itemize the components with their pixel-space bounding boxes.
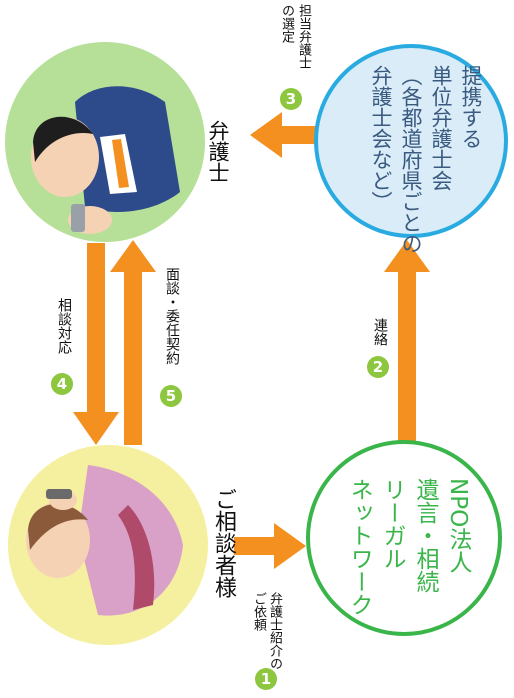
npo-line-4: ネットワーク: [346, 478, 372, 616]
arrow-client-to-npo: [234, 523, 306, 569]
step-4-label: 相談対応: [56, 298, 72, 354]
arrow-bar-to-lawyer: [250, 112, 320, 158]
businessman-with-phone-icon: [31, 86, 180, 234]
step-3-line-2: の選定: [279, 4, 294, 43]
bar-association-circle: [314, 44, 508, 238]
step-1-label: 弁護士紹介の ご依頼: [250, 592, 282, 670]
arrow-client-to-lawyer: [110, 240, 156, 445]
arrow-npo-to-bar: [384, 240, 430, 443]
bar-line-2: 単位弁護士会: [429, 65, 453, 191]
arrow-lawyer-to-client: [73, 243, 119, 445]
bar-association-text: 提携する 単位弁護士会 （各都道府県ごとの 弁護士会など）: [336, 65, 486, 254]
step-3-label: 担当弁護士 の選定: [278, 4, 312, 69]
elderly-woman-with-phone-icon: [26, 465, 183, 616]
step-2-label: 連絡: [372, 318, 388, 346]
npo-name-text: NPO法人 遺言・相続 リーガル ネットワーク: [334, 478, 474, 618]
lawyer-label: 弁護士: [206, 120, 230, 183]
step-3-badge: 3: [280, 88, 302, 110]
step-1-line-2: ご依頼: [251, 592, 266, 631]
step-1-badge: 1: [255, 668, 277, 690]
npo-line-1: NPO法人: [445, 478, 471, 574]
npo-line-2: 遺言・相続: [412, 478, 438, 593]
npo-line-3: リーガル: [379, 478, 405, 570]
npo-circle: [306, 440, 502, 636]
step-4-badge: 4: [51, 373, 73, 395]
client-label: ご相談者様: [211, 488, 236, 598]
step-5-badge: 5: [160, 385, 182, 407]
step-3-line-1: 担当弁護士: [296, 4, 311, 69]
step-2-badge: 2: [367, 356, 389, 378]
bar-line-4: 弁護士会など）: [369, 65, 393, 212]
bar-line-3: （各都道府県ごとの: [399, 65, 423, 254]
step-1-line-1: 弁護士紹介の: [267, 592, 282, 670]
step-5-label: 面談・委任契約: [164, 267, 180, 365]
bar-line-1: 提携する: [459, 65, 483, 149]
